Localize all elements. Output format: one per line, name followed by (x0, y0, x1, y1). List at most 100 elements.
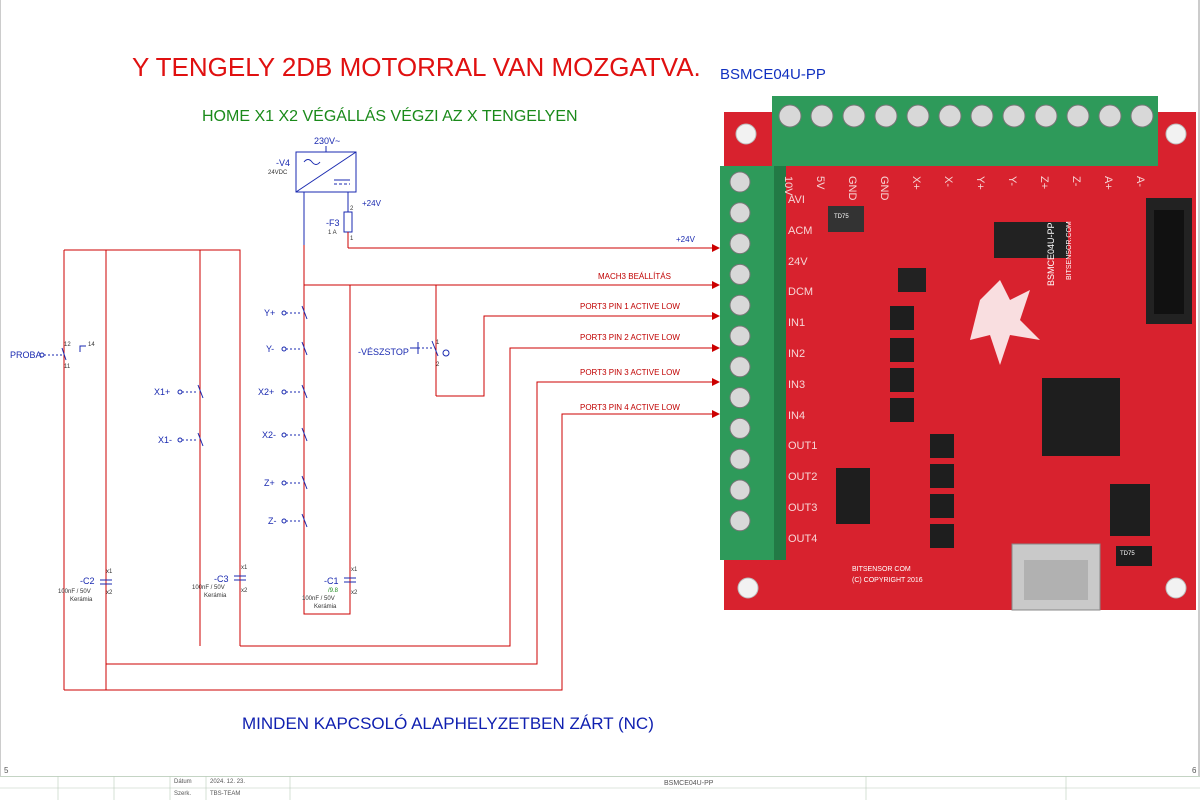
terminal-screw (729, 356, 751, 378)
z-plus-label: Z+ (264, 478, 275, 488)
terminal-screw (729, 202, 751, 224)
top-terminal-label: GND (878, 176, 890, 201)
top-terminal-label: A+ (1102, 176, 1114, 190)
titleblock-drawing-name: BSMCE04U-PP (664, 780, 714, 787)
titleblock-szerk-value: TBS-TEAM (210, 791, 241, 797)
titleblock-right-number: 6 (1192, 766, 1197, 775)
c3-ref: -C3 (214, 574, 229, 584)
top-terminal-label: X+ (910, 176, 922, 190)
pin4-signal-label: PORT3 PIN 4 ACTIVE LOW (580, 403, 680, 412)
left-terminal-label: OUT3 (788, 502, 818, 514)
terminal-screw (842, 104, 866, 128)
c3-value: 100nF / 50V (192, 585, 225, 591)
c2-type: Kerámia (70, 597, 93, 603)
left-terminal-label: IN2 (788, 348, 806, 360)
top-terminal-label: 5V (814, 176, 826, 190)
plus24-line-label: +24V (676, 235, 695, 244)
titleblock-datum-label: Dátum (174, 779, 192, 785)
terminal-screw (906, 104, 930, 128)
terminal-screw (970, 104, 994, 128)
terminal-screw (729, 417, 751, 439)
supply-voltage-label: 230V~ (314, 136, 341, 146)
top-terminal-label: X- (942, 176, 954, 187)
arrow-heads (712, 244, 720, 418)
left-terminal-label: DCM (788, 286, 814, 299)
terminal-screw (729, 263, 751, 285)
terminal-screw (729, 171, 751, 193)
top-terminal-label: Y+ (974, 176, 986, 190)
c1-ref: -C1 (324, 576, 339, 586)
fuse-pin-bottom: 1 (350, 236, 354, 242)
board-chip-label: TD75 (834, 214, 849, 220)
top-terminal-label: A- (1134, 176, 1146, 187)
titleblock-szerk-label: Szerk. (174, 791, 192, 797)
c3-pin-x2: x2 (241, 588, 248, 594)
terminal-screw (874, 104, 898, 128)
left-terminal-label: ACM (788, 224, 813, 237)
proba-switch-label: PROBA (10, 350, 42, 360)
mach3-signal-label: MACH3 BEÁLLÍTÁS (598, 272, 671, 281)
fuse-rating-label: 1 A (328, 230, 337, 236)
c1-type: Kerámia (314, 604, 337, 610)
top-terminal-label: 10V (782, 176, 794, 196)
left-terminal-label: OUT4 (788, 532, 818, 545)
plus24-top-label: +24V (362, 199, 381, 208)
limit-switch-symbols (39, 305, 450, 528)
x2-plus-label: X2+ (258, 387, 275, 397)
estop-pin-2: 2 (436, 362, 440, 368)
terminal-screw (729, 510, 751, 532)
c3-pin-x1: x1 (241, 565, 248, 571)
supply-output-label: 24VDC (268, 170, 288, 176)
supply-ref-label: -V4 (276, 158, 291, 168)
terminal-screw (810, 104, 834, 128)
x2-minus-label: X2- (262, 430, 277, 440)
title-block (0, 776, 1200, 800)
board-site-vertical: BITSENSOR.COM (1066, 221, 1073, 280)
c2-ref: -C2 (80, 576, 95, 586)
pin2-signal-label: PORT3 PIN 2 ACTIVE LOW (580, 333, 680, 342)
page-title: Y TENGELY 2DB MOTORRAL VAN MOZGATVA. (132, 52, 701, 82)
titleblock-left-number: 5 (4, 766, 9, 775)
c1-value: 100nF / 50V (302, 596, 335, 602)
terminal-screw (729, 479, 751, 501)
c1-pin-x1: x1 (351, 567, 358, 573)
terminal-screw (778, 104, 802, 128)
pin3-signal-label: PORT3 PIN 3 ACTIVE LOW (580, 368, 680, 377)
top-terminal-label: GND (846, 176, 858, 201)
fuse-ref-label: -F3 (326, 218, 340, 228)
y-minus-label: Y- (266, 344, 275, 354)
board-copyright-2: (C) COPYRIGHT 2016 (852, 577, 923, 584)
c2-pin-x2: x2 (106, 590, 113, 596)
c1-pin-x2: x2 (351, 590, 358, 596)
terminal-screw (729, 448, 751, 470)
top-terminal-label: Z- (1070, 176, 1082, 187)
estop-label: -VÉSZSTOP (358, 347, 409, 357)
left-terminal-label: IN4 (788, 409, 806, 422)
capacitor-symbols (100, 575, 356, 585)
x1-plus-label: X1+ (154, 387, 171, 397)
terminal-screw (1034, 104, 1058, 128)
y-plus-label: Y+ (264, 308, 276, 318)
terminal-screw (1098, 104, 1122, 128)
top-terminal-label: Z+ (1038, 176, 1050, 190)
terminal-screw (729, 325, 751, 347)
proba-pin-a: 12 (64, 342, 71, 348)
subtitle-home-note: HOME X1 X2 VÉGÁLLÁS VÉGZI AZ X TENGELYEN (202, 108, 578, 125)
proba-pin-b: 14 (88, 342, 95, 348)
pin1-signal-label: PORT3 PIN 1 ACTIVE LOW (580, 302, 680, 311)
proba-pin-c: 11 (64, 364, 71, 370)
fuse-pin-top: 2 (350, 206, 354, 212)
terminal-screw (729, 387, 751, 409)
c2-value: 100nF / 50V (58, 589, 91, 595)
z-minus-label: Z- (268, 516, 277, 526)
left-terminal-label: IN1 (788, 317, 806, 330)
left-terminal-label: OUT1 (788, 440, 818, 453)
estop-pin-1: 1 (436, 340, 440, 346)
left-terminal-label: OUT2 (788, 471, 818, 484)
terminal-screw (729, 233, 751, 255)
terminal-screw (1002, 104, 1026, 128)
power-supply-symbol (295, 146, 357, 245)
terminal-screw (938, 104, 962, 128)
